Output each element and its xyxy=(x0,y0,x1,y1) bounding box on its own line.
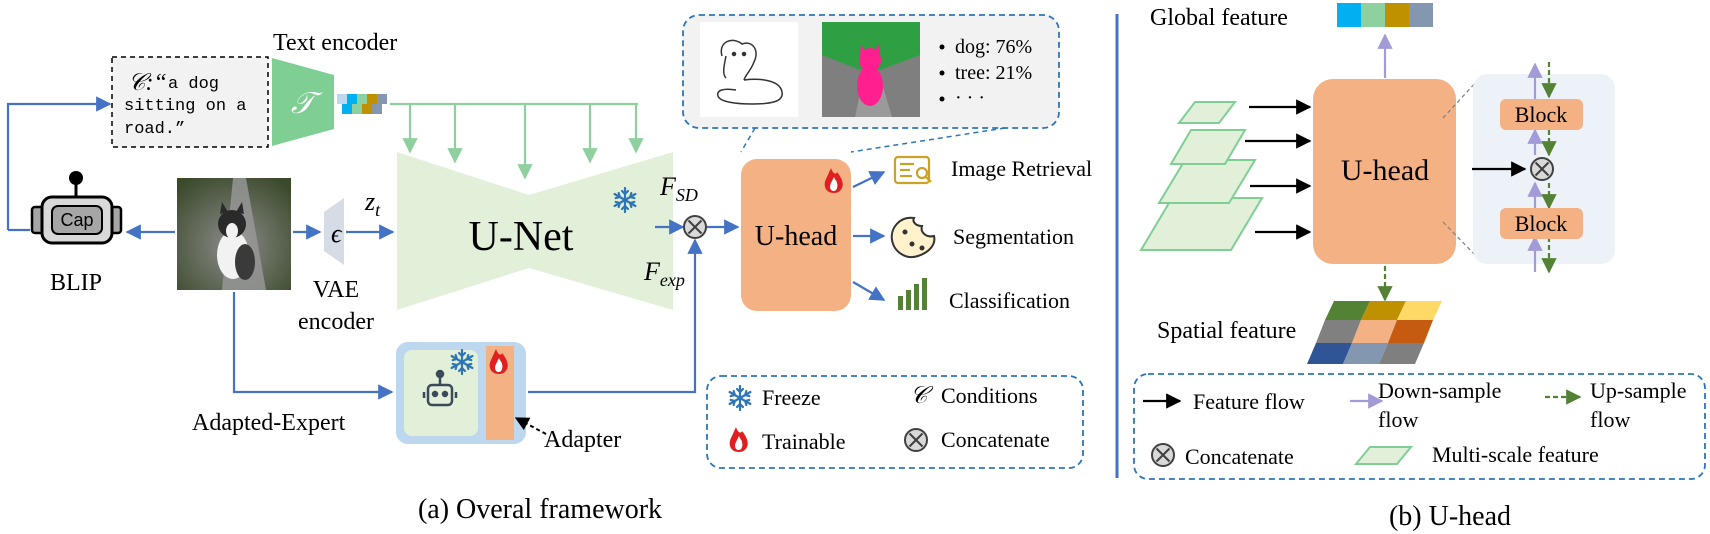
caption-b: (b) U-head xyxy=(1389,501,1511,532)
block-bottom-label: Block xyxy=(1515,211,1568,236)
legend-concatenate: Concatenate xyxy=(941,427,1050,452)
spatial-feature-label: Spatial feature xyxy=(1157,318,1296,344)
text-embedding xyxy=(337,94,387,114)
caption-box xyxy=(111,56,269,148)
legend-down-sample-2: flow xyxy=(1378,407,1418,432)
vae-symbol: ϵ xyxy=(331,219,343,248)
caption-prefix: 𝒞:“ xyxy=(128,70,167,96)
f-exp-label: Fexp xyxy=(643,257,685,290)
legend-conditions: Conditions xyxy=(941,383,1038,408)
uhead-detail-label: U-head xyxy=(1341,154,1429,187)
adapter-pointer-arrow xyxy=(514,417,547,435)
uhead-detail-block xyxy=(1313,79,1456,264)
segmentation-image xyxy=(822,22,920,117)
legend-multi-scale: Multi-scale feature xyxy=(1432,442,1599,467)
legend-b xyxy=(1133,373,1706,480)
global-feature-bar xyxy=(1337,3,1433,27)
svg-text:tree: 21%: tree: 21% xyxy=(955,62,1032,84)
block-bottom xyxy=(1500,208,1583,239)
uhead-label: U-head xyxy=(755,221,837,252)
vae-encoder-block xyxy=(324,198,344,265)
svg-text:dog: 76%: dog: 76% xyxy=(955,36,1032,58)
caption-line-2: sitting on a xyxy=(124,97,246,116)
caption-line-3: road.” xyxy=(124,120,185,139)
legend-up-sample-1: Up-sample xyxy=(1590,378,1687,403)
expert-to-concat-arrow xyxy=(528,238,703,394)
legend-b-concatenate: Concatenate xyxy=(1185,444,1294,469)
expert-robot-icon xyxy=(422,369,458,407)
svg-text:· · ·: · · · xyxy=(955,87,985,109)
sketch-image xyxy=(700,22,798,117)
legend-concat-icon xyxy=(904,428,928,452)
adapter-label: Adapter xyxy=(544,427,621,453)
spatial-feature-grid xyxy=(1307,301,1442,364)
z-label: zt xyxy=(364,187,381,220)
task-segmentation: Segmentation xyxy=(953,224,1074,249)
f-sd-label: FSD xyxy=(659,172,698,205)
retrieval-icon xyxy=(893,155,932,185)
uhead-block xyxy=(741,159,851,311)
text-encoder-label: Text encoder xyxy=(273,30,397,56)
blip-label: BLIP xyxy=(50,270,102,296)
task-arrow-retrieval xyxy=(852,171,886,188)
block-concat-icon xyxy=(1530,157,1554,181)
blip-to-caption-arrow xyxy=(6,96,112,230)
task-arrow-classification xyxy=(852,281,886,301)
block-top xyxy=(1500,99,1583,130)
concat-op-icon xyxy=(683,215,707,239)
segmentation-icon xyxy=(890,216,936,258)
dog-sketch xyxy=(716,39,783,105)
legend-feature-flow: Feature flow xyxy=(1193,389,1305,414)
legend-trainable: Trainable xyxy=(762,429,846,454)
legend-a xyxy=(706,375,1084,469)
legend-up-sample-2: flow xyxy=(1590,407,1630,432)
multi-scale-features xyxy=(1139,101,1264,251)
feature-flow-arrows xyxy=(1245,99,1312,240)
blip-captioner xyxy=(30,171,123,245)
input-dog-photo xyxy=(177,178,291,290)
task-classification: Classification xyxy=(949,288,1070,313)
unet-label: U-Net xyxy=(469,214,574,260)
caption-line-1: a dog xyxy=(168,75,219,94)
prediction-list: dog: 76% tree: 21% · · · xyxy=(939,36,1032,109)
classification-icon xyxy=(898,278,927,310)
cap-label: Cap xyxy=(60,210,93,230)
legend-freeze: Freeze xyxy=(762,385,821,410)
legend-down-sample-1: Down-sample xyxy=(1378,378,1501,403)
legend-multi-scale-icon xyxy=(1353,446,1414,465)
photo-to-expert-arrow xyxy=(232,292,394,400)
task-image-retrieval: Image Retrieval xyxy=(951,156,1092,181)
global-feature-label: Global feature xyxy=(1150,5,1288,31)
conditioning-arrows xyxy=(390,102,644,180)
vae-label-1: VAE xyxy=(313,277,359,303)
unet-block xyxy=(397,152,673,310)
text-encoder-block xyxy=(272,58,334,146)
vae-label-2: encoder xyxy=(298,309,374,335)
block-top-label: Block xyxy=(1515,102,1568,127)
caption-a: (a) Overal framework xyxy=(418,494,662,525)
adapted-expert-label: Adapted-Expert xyxy=(192,410,346,436)
legend-b-concat-icon xyxy=(1151,443,1175,467)
